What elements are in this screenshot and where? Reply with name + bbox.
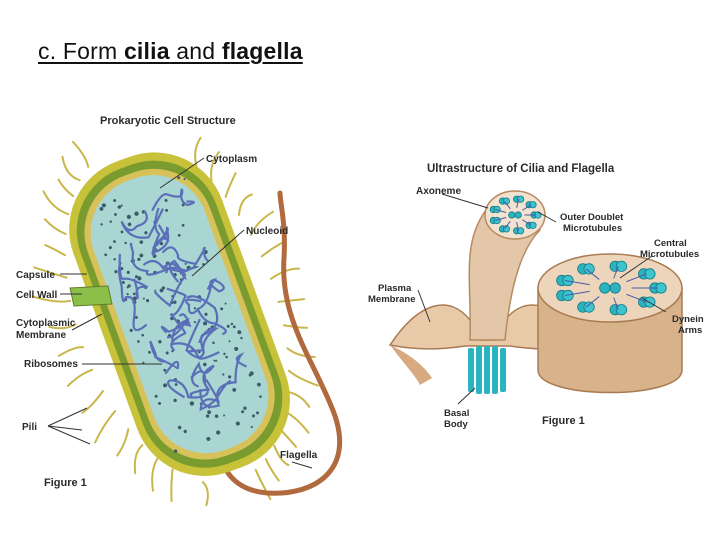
label-membrane: Membrane	[16, 330, 66, 341]
label-central: Central	[654, 238, 687, 249]
label-capsule: Capsule	[16, 270, 55, 281]
basal-body	[468, 346, 506, 394]
title-prefix: c. Form	[38, 38, 124, 64]
left-figure-caption: Figure 1	[44, 477, 87, 489]
title-mid: and	[169, 38, 222, 64]
label-pili: Pili	[22, 422, 37, 433]
slide-title: c. Form cilia and flagella	[38, 38, 303, 65]
leader-lines	[47, 157, 313, 469]
label-outer-doublet-microtubules: Microtubules	[563, 223, 622, 234]
left-diagram-title: Prokaryotic Cell Structure	[100, 115, 236, 127]
cytoplasm	[90, 175, 269, 454]
label-plasma: Plasma	[378, 283, 412, 294]
right-figure-caption: Figure 1	[542, 415, 585, 427]
flagellum	[207, 190, 343, 496]
label-ribosomes: Ribosomes	[24, 359, 78, 370]
label-outer-doublet: Outer Doublet	[560, 212, 624, 223]
prokaryotic-cell-diagram: Prokaryotic Cell Structure Cytoplasm Nuc…	[12, 108, 362, 510]
label-cytoplasm: Cytoplasm	[206, 154, 257, 165]
label-nucleoid: Nucleoid	[246, 226, 288, 237]
label-axoneme: Axoneme	[416, 186, 461, 197]
label-dynein-arms: Arms	[678, 325, 702, 336]
nucleoid-dna	[117, 188, 247, 412]
label-plasma-membrane: Membrane	[368, 294, 416, 305]
label-cytoplasmic: Cytoplasmic	[16, 318, 76, 329]
label-basal-body: Body	[444, 419, 468, 430]
label-central-microtubules: Microtubules	[640, 249, 699, 260]
label-basal: Basal	[444, 408, 469, 419]
title-cilia: cilia	[123, 38, 170, 64]
label-flagella: Flagella	[280, 450, 318, 461]
label-dynein: Dynein	[672, 314, 704, 325]
pili-hairs	[31, 136, 319, 507]
plasma-membrane-cut	[390, 345, 432, 385]
label-cell-wall: Cell Wall	[16, 290, 58, 301]
right-diagram-title: Ultrastructure of Cilia and Flagella	[427, 163, 615, 175]
leader-lines	[417, 193, 667, 405]
title-flagella: flagella	[221, 38, 303, 64]
cell-wall-cutaway	[69, 285, 113, 307]
outer-doublet-microtubules	[489, 195, 542, 235]
cilia-ultrastructure-diagram: Ultrastructure of Cilia and Flagella Axo…	[360, 150, 716, 440]
